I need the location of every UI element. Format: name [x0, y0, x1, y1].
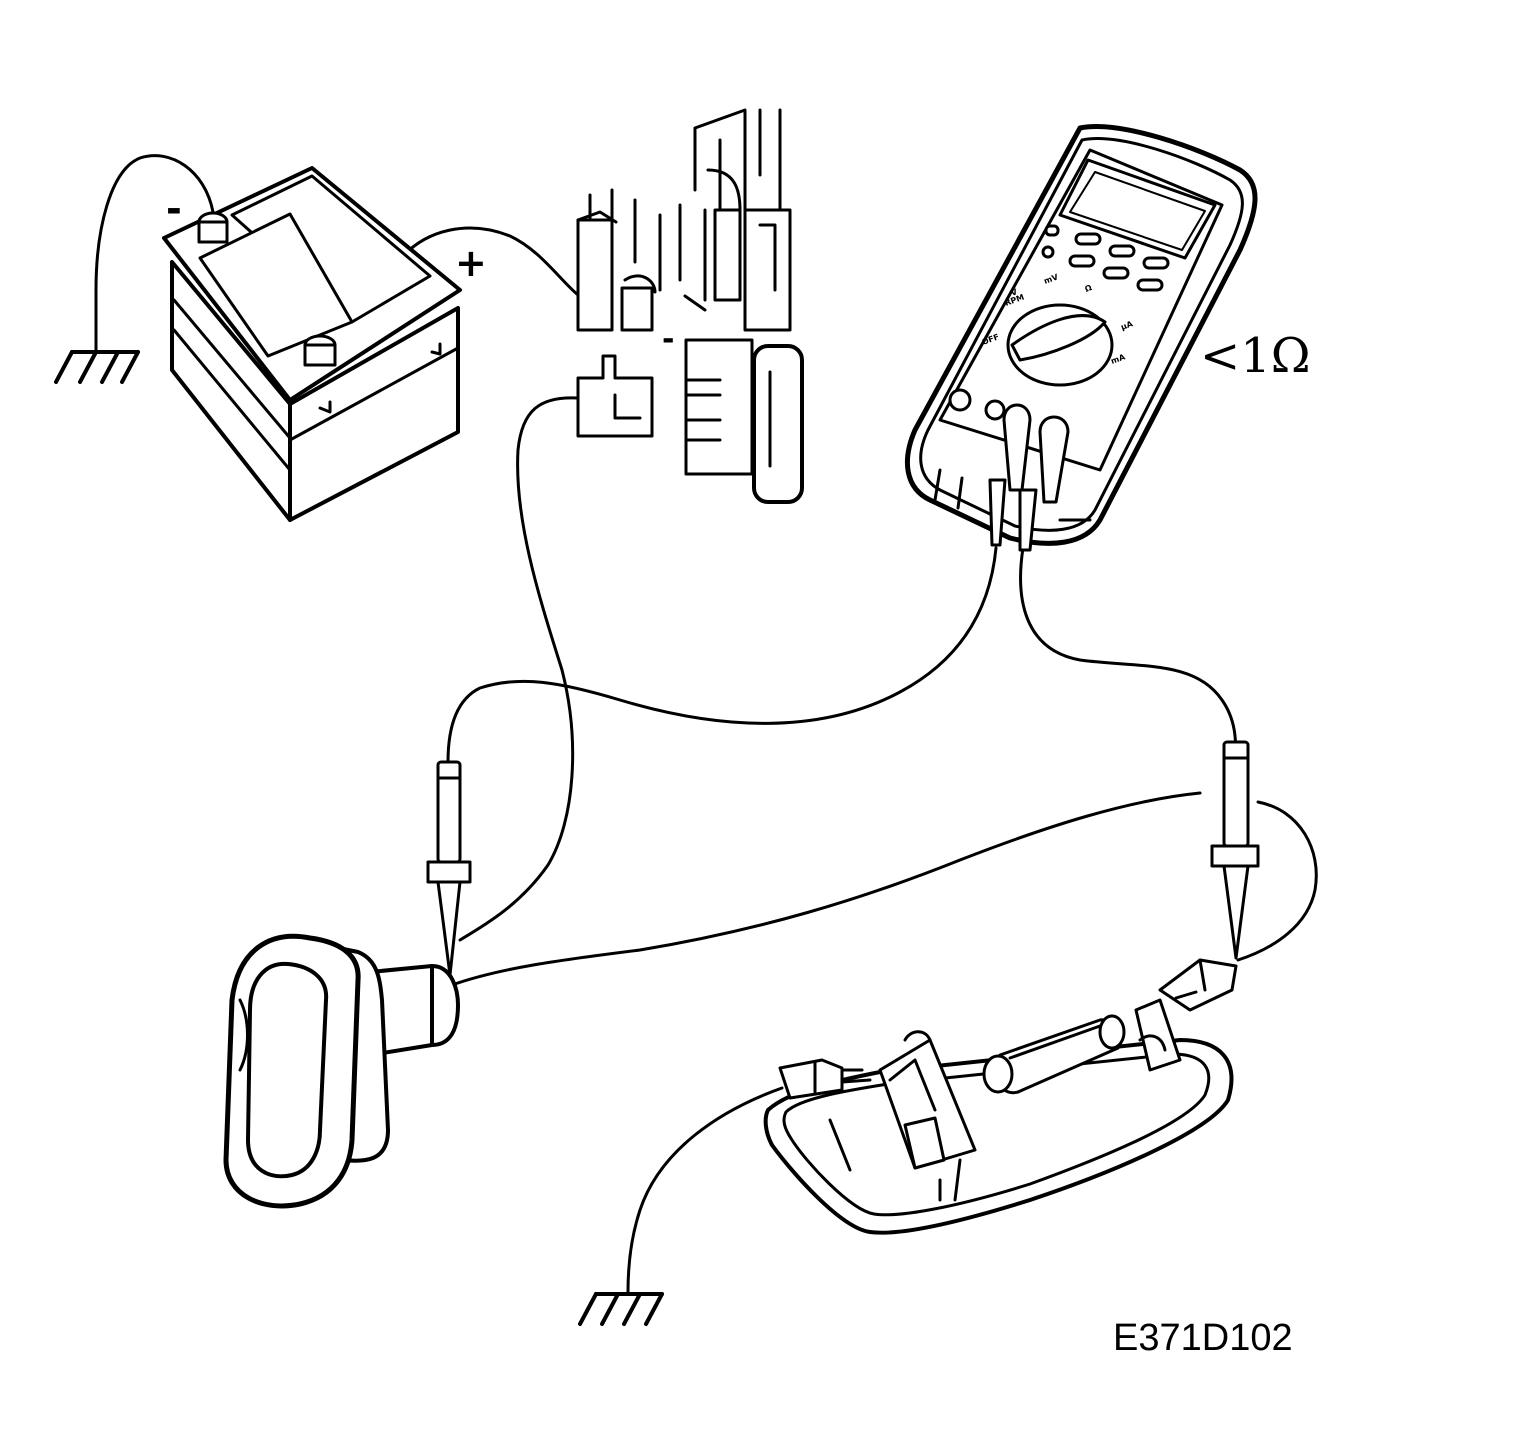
lamp-right-wire	[1236, 800, 1318, 962]
fuse-box	[576, 108, 804, 504]
multimeter: V RPM mV Ω OFF µA mA	[904, 124, 1258, 552]
switch-to-lamp-wire	[450, 791, 1202, 987]
meter-lead-right	[1019, 546, 1238, 764]
figure-code: E371D102	[1113, 1317, 1293, 1359]
battery-positive-label: +	[455, 241, 487, 285]
meter-buttons	[1041, 224, 1170, 292]
ground-symbol-left	[54, 350, 140, 384]
svg-text:Ω: Ω	[1084, 283, 1094, 294]
svg-text:µA: µA	[1120, 319, 1135, 332]
resistance-reading: <1Ω	[1200, 328, 1311, 384]
door-switch	[223, 933, 460, 1209]
meter-lead-left	[446, 546, 998, 764]
ground-symbol-bottom	[578, 1292, 664, 1326]
battery	[162, 166, 462, 522]
lamp-unit	[763, 958, 1238, 1235]
fuse-to-switch-wire	[458, 396, 580, 942]
lamp-ground-wire	[626, 1086, 784, 1294]
probe-right	[1210, 740, 1260, 960]
svg-text:V: V	[1010, 287, 1020, 298]
probe-left	[426, 760, 472, 977]
battery-ground-wire	[94, 154, 215, 352]
battery-negative-label: -	[166, 187, 182, 231]
fuse-minus-label: -	[662, 322, 675, 357]
